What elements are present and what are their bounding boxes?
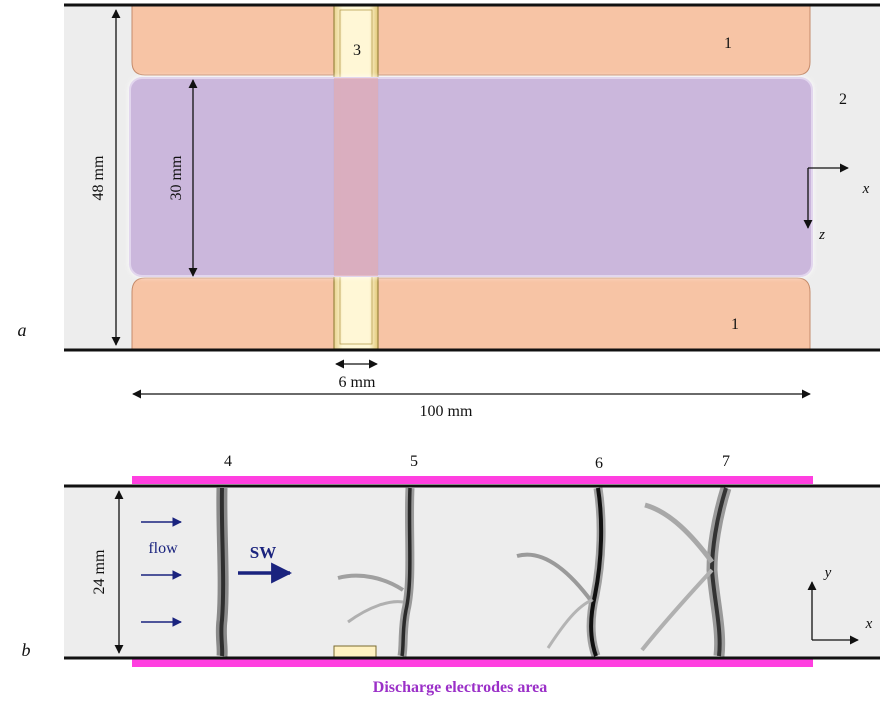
electrode-bottom <box>131 277 811 350</box>
reflected-wave-7a <box>644 502 715 564</box>
label-region: 2 <box>839 91 847 108</box>
discharge-region <box>129 77 813 277</box>
reflected-wave-5a <box>337 573 405 592</box>
axis-z-label-a: z <box>818 227 825 243</box>
axis-y-label-b: y <box>823 565 832 581</box>
shock-front-5 <box>400 487 412 657</box>
label-electrode-top: 1 <box>724 35 732 52</box>
electrode-strip-top <box>132 476 813 484</box>
dim-label-100mm: 100 mm <box>420 403 473 420</box>
electrode-top <box>131 4 811 76</box>
flow-label: flow <box>148 540 178 557</box>
channel-b-background <box>64 486 880 658</box>
caption-discharge-area: Discharge electrodes area <box>373 679 547 696</box>
electrode-strip-bottom <box>132 659 813 667</box>
dim-label-6mm: 6 mm <box>339 374 376 391</box>
insert-stub <box>333 645 377 659</box>
frame-label-7: 7 <box>722 453 730 470</box>
reflected-wave-6b <box>546 598 593 649</box>
axis-x-label-a: x <box>862 181 870 197</box>
shock-front-6 <box>589 487 604 657</box>
dim-label-48mm: 48 mm <box>90 155 107 200</box>
panel-label-b: b <box>22 640 31 660</box>
shock-front-4 <box>219 487 226 657</box>
reflected-wave-5b <box>347 600 404 624</box>
reflected-wave-7b <box>640 568 714 652</box>
frame-label-4: 4 <box>224 453 232 470</box>
panel-label-a: a <box>18 320 27 340</box>
insert-overlap <box>334 78 378 276</box>
dim-label-24mm: 24 mm <box>91 549 108 594</box>
frame-label-5: 5 <box>410 453 418 470</box>
panel-b: 4 5 6 7 24 mm flow SW y x b Discharge el… <box>22 453 880 696</box>
dim-label-30mm: 30 mm <box>168 155 185 200</box>
label-electrode-bottom: 1 <box>731 316 739 333</box>
frame-label-6: 6 <box>595 455 603 472</box>
sw-label: SW <box>250 543 276 562</box>
reflected-wave-6a <box>516 552 594 604</box>
axis-x-label-b: x <box>865 616 873 632</box>
shock-fronts <box>215 486 732 658</box>
label-insert: 3 <box>353 42 361 59</box>
panel-a: 1 1 2 3 48 mm 30 mm 6 mm 100 mm x z a <box>18 3 880 420</box>
